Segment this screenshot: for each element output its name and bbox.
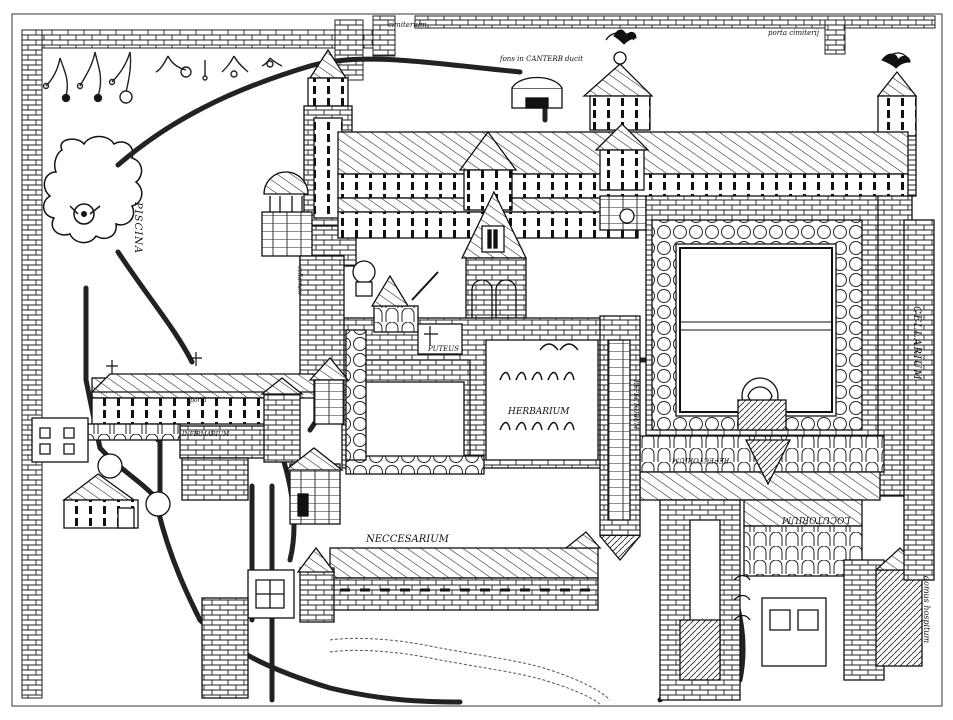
little-cloister — [341, 305, 641, 562]
infirmarium-label: INFIRMARIUM — [182, 431, 230, 438]
infirmary-range — [31, 352, 350, 517]
drain-stream — [329, 637, 611, 705]
cellarium-west — [299, 255, 345, 377]
domus-hospitum-label: domus hospitum — [922, 576, 931, 644]
gate-house — [201, 569, 295, 699]
piscina-label: PISCINA — [132, 202, 143, 255]
water-tower — [582, 31, 654, 131]
necessarium-label: NECCESARIUM — [366, 534, 449, 545]
refectorium-label: REFECTORIUM — [672, 456, 730, 464]
cellarium-label: CELLARIUM — [911, 306, 922, 381]
church-gable — [458, 130, 528, 319]
hospice-porta-label: porta — [190, 397, 207, 404]
cloister-spire — [352, 260, 439, 307]
garden-plants — [42, 51, 283, 104]
necessarium — [296, 531, 602, 623]
fons-label: fons in CANTERB ducit — [500, 55, 584, 63]
locutorium-label: LOCUTORIUM — [782, 514, 851, 524]
southeast-buildings — [659, 499, 924, 701]
porta-label: porta cimiterij — [768, 29, 819, 37]
puteus-label: PUTEUS — [428, 345, 459, 353]
herbarium-label: HERBARIUM — [508, 407, 570, 417]
bird-finials — [613, 29, 911, 69]
precinct-wall — [21, 15, 936, 699]
cellarium-east — [903, 219, 935, 581]
cemetery-label: cimiterium — [388, 21, 427, 29]
refectory-side-label: REFECTORIUM — [632, 380, 639, 430]
guest-houses — [62, 447, 344, 529]
chapter-house — [594, 123, 650, 231]
fountain-house — [511, 76, 563, 109]
great-cloister — [639, 195, 913, 501]
cellarium-small-label: cellarium — [296, 266, 303, 295]
